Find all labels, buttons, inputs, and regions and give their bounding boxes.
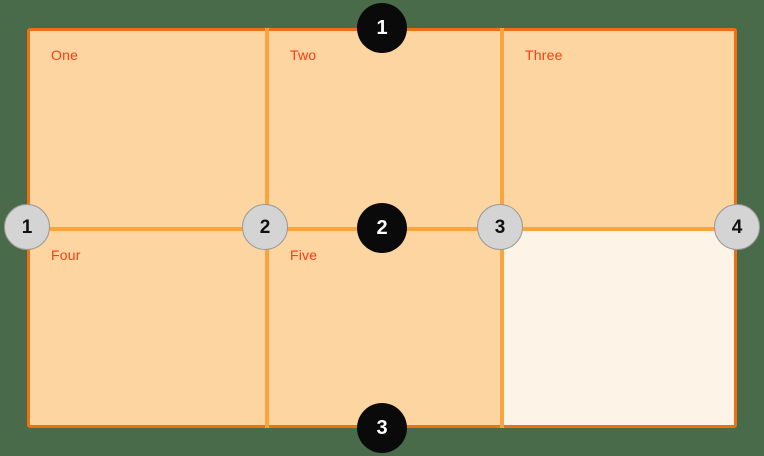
row-handle-1[interactable]: 1 bbox=[357, 3, 407, 53]
grid-cell-four[interactable]: Four bbox=[30, 231, 265, 425]
column-handle-3-label: 3 bbox=[494, 216, 506, 238]
row-handle-1-label: 1 bbox=[376, 17, 388, 39]
grid-cell-two[interactable]: Two bbox=[269, 31, 500, 227]
grid-cell-one[interactable]: One bbox=[30, 31, 265, 227]
row-handle-3[interactable]: 3 bbox=[357, 403, 407, 453]
column-handle-2-label: 2 bbox=[259, 216, 271, 238]
row-handle-2[interactable]: 2 bbox=[357, 203, 407, 253]
grid-cell-four-label: Four bbox=[51, 247, 81, 263]
column-handle-1[interactable]: 1 bbox=[4, 204, 50, 250]
grid-cell-two-label: Two bbox=[290, 47, 317, 63]
column-handle-2[interactable]: 2 bbox=[242, 204, 288, 250]
grid-frame: One Two Three Four Five bbox=[27, 28, 737, 428]
grid-cell-empty[interactable] bbox=[504, 231, 734, 425]
column-handle-3[interactable]: 3 bbox=[477, 204, 523, 250]
grid-cell-five-label: Five bbox=[290, 247, 318, 263]
grid-cell-one-label: One bbox=[51, 47, 79, 63]
column-handle-4-label: 4 bbox=[731, 216, 743, 238]
grid-cell-three[interactable]: Three bbox=[504, 31, 734, 227]
column-handle-4[interactable]: 4 bbox=[714, 204, 760, 250]
column-handle-1-label: 1 bbox=[21, 216, 33, 238]
grid-cell-five[interactable]: Five bbox=[269, 231, 500, 425]
row-handle-3-label: 3 bbox=[376, 417, 388, 439]
row-handle-2-label: 2 bbox=[376, 217, 388, 239]
grid-cell-three-label: Three bbox=[525, 47, 563, 63]
